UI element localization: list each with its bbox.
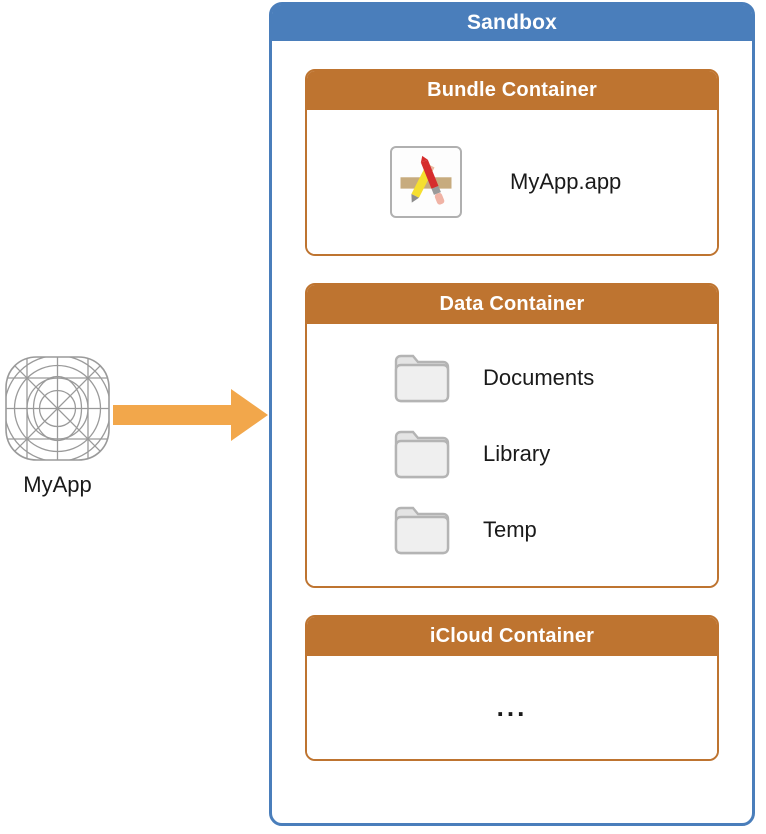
list-item[interactable]: MyApp.app	[390, 146, 621, 218]
bundle-container: Bundle Container	[305, 69, 719, 256]
ellipsis-icon: ...	[496, 692, 528, 722]
list-item-label: Temp	[483, 517, 537, 542]
sandbox-box: Sandbox Bundle Container	[269, 2, 755, 826]
flow-arrow	[113, 388, 269, 442]
list-item-label: Library	[483, 441, 551, 466]
sandbox-body: Bundle Container	[272, 41, 752, 823]
list-item[interactable]: Temp	[393, 500, 717, 560]
sandbox-title: Sandbox	[272, 5, 752, 41]
icloud-container-title: iCloud Container	[307, 617, 717, 656]
xcode-app-icon	[390, 146, 462, 218]
app-grid-icon	[5, 356, 110, 461]
list-item[interactable]: Library	[393, 424, 717, 484]
bundle-container-body: MyApp.app	[307, 110, 717, 254]
source-app-label: MyApp	[23, 472, 92, 497]
list-item[interactable]: Documents	[393, 348, 717, 408]
data-container: Data Container Documents Library	[305, 283, 719, 588]
folder-icon	[394, 354, 450, 403]
list-item-label: Documents	[483, 365, 595, 390]
folder-icon	[394, 430, 450, 479]
icloud-container-body: ...	[307, 656, 717, 759]
data-container-body: Documents Library Temp	[307, 324, 717, 586]
bundle-container-title: Bundle Container	[307, 71, 717, 110]
icloud-container: iCloud Container ...	[305, 615, 719, 761]
right-arrow-icon	[113, 389, 268, 441]
source-app: MyApp	[4, 355, 116, 515]
data-container-title: Data Container	[307, 285, 717, 324]
list-item-label: MyApp.app	[510, 169, 622, 194]
folder-icon	[394, 506, 450, 555]
